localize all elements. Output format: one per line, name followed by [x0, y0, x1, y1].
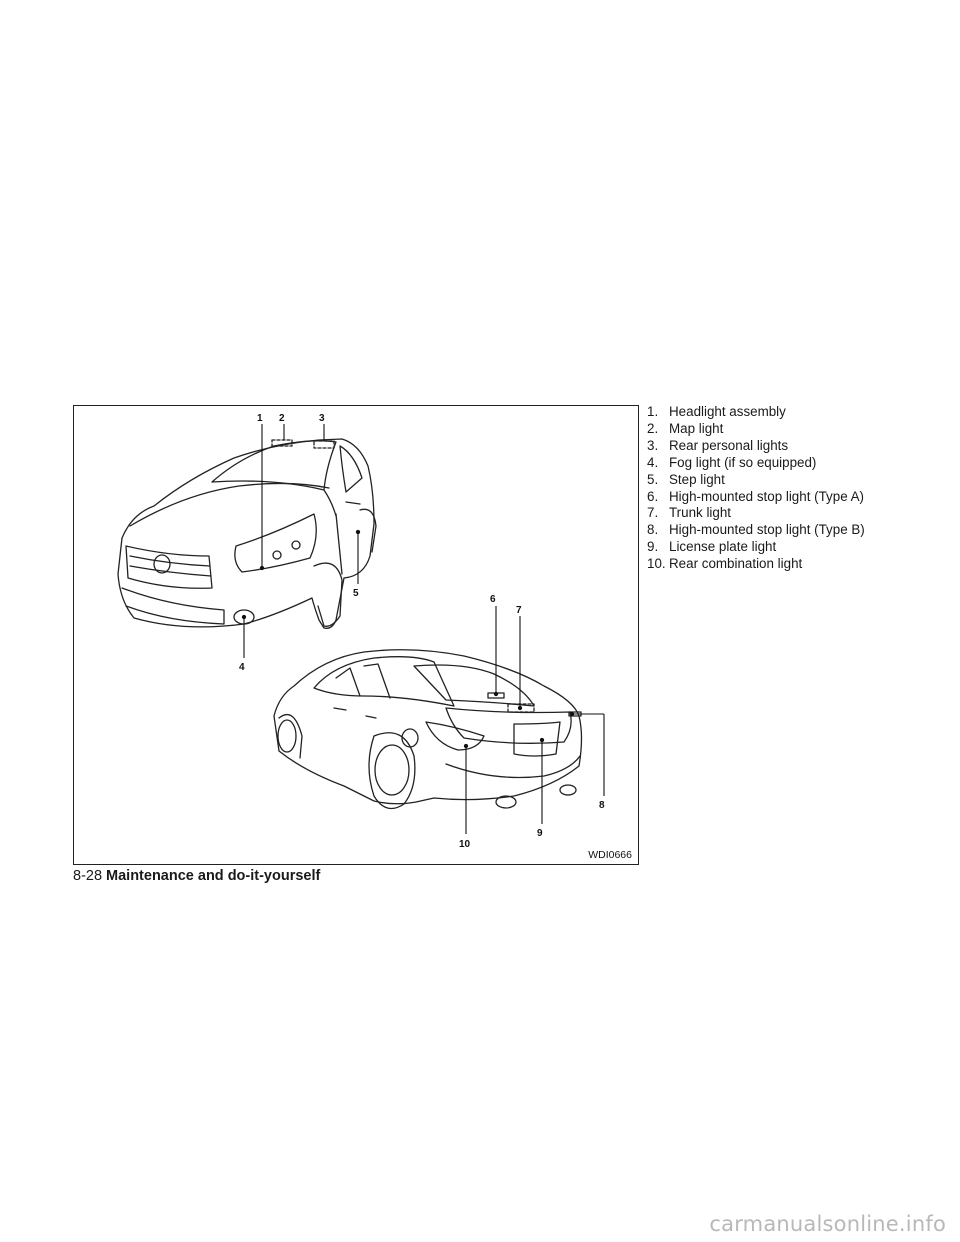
legend-item-label: Map light	[669, 420, 724, 436]
callout-7: 7	[516, 605, 522, 616]
front-car-drawing	[117, 438, 377, 629]
callout-1: 1	[257, 413, 263, 424]
legend-item: 3.Rear personal lights	[647, 437, 789, 453]
rear-car-drawing	[273, 649, 583, 810]
legend-item: 8.High-mounted stop light (Type B)	[647, 522, 865, 538]
legend-item-label: High-mounted stop light (Type A)	[669, 488, 865, 504]
legend-item: 6.High-mounted stop light (Type A)	[647, 488, 865, 504]
legend-item: 1.Headlight assembly	[647, 404, 786, 419]
legend-item-label: Trunk light	[669, 505, 732, 521]
callout-9: 9	[537, 828, 543, 839]
legend-item: 2.Map light	[647, 420, 724, 436]
page-number: 8-28	[73, 868, 103, 884]
vehicle-lights-figure: 1 2 3 4 5 6 7 8 9 10 WDI0666	[73, 405, 639, 865]
legend-item: 7.Trunk light	[647, 505, 732, 521]
callout-2: 2	[279, 413, 285, 424]
legend-item: 4.Fog light (if so equipped)	[647, 454, 817, 470]
legend-item-label: Step light	[669, 471, 725, 487]
legend-item: 9.License plate light	[647, 539, 777, 555]
callout-6: 6	[490, 594, 496, 605]
legend-item-label: Headlight assembly	[669, 404, 786, 419]
legend-item-label: Rear combination light	[669, 556, 803, 572]
figure-code: WDI0666	[588, 849, 632, 861]
callout-8: 8	[599, 800, 605, 811]
legend-item: 5.Step light	[647, 471, 725, 487]
legend-item: 10.Rear combination light	[647, 556, 803, 572]
watermark: carmanualsonline.info	[709, 1212, 946, 1236]
legend-item-label: High-mounted stop light (Type B)	[669, 522, 865, 538]
callout-10: 10	[459, 839, 471, 850]
lights-legend-list: 1.Headlight assembly 2.Map light 3.Rear …	[647, 404, 947, 573]
callout-5: 5	[353, 588, 359, 599]
legend-item-label: License plate light	[669, 539, 777, 555]
car-illustration: 1 2 3 4 5 6 7 8 9 10	[117, 413, 605, 850]
legend-item-label: Fog light (if so equipped)	[669, 454, 817, 470]
callout-4: 4	[239, 662, 245, 673]
section-title: Maintenance and do-it-yourself	[106, 868, 321, 884]
callout-3: 3	[319, 413, 325, 424]
legend-item-label: Rear personal lights	[669, 437, 789, 453]
